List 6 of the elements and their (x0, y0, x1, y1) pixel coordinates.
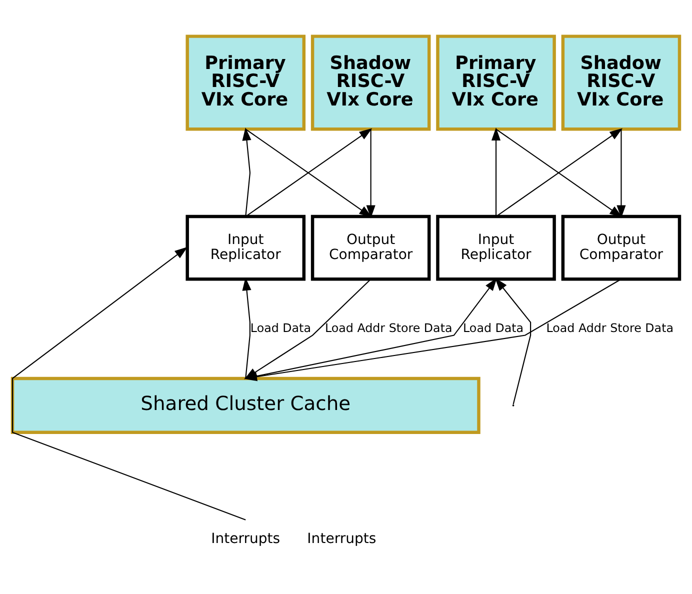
edge-label: Load Addr Store Data (325, 320, 452, 334)
edge-label: Load Data (463, 320, 524, 334)
node-text: Interrupts (211, 530, 280, 546)
edge-label: Load Addr Store Data (546, 320, 674, 334)
label: Interrupts (307, 530, 376, 546)
edge-label: Load Data (250, 320, 311, 334)
